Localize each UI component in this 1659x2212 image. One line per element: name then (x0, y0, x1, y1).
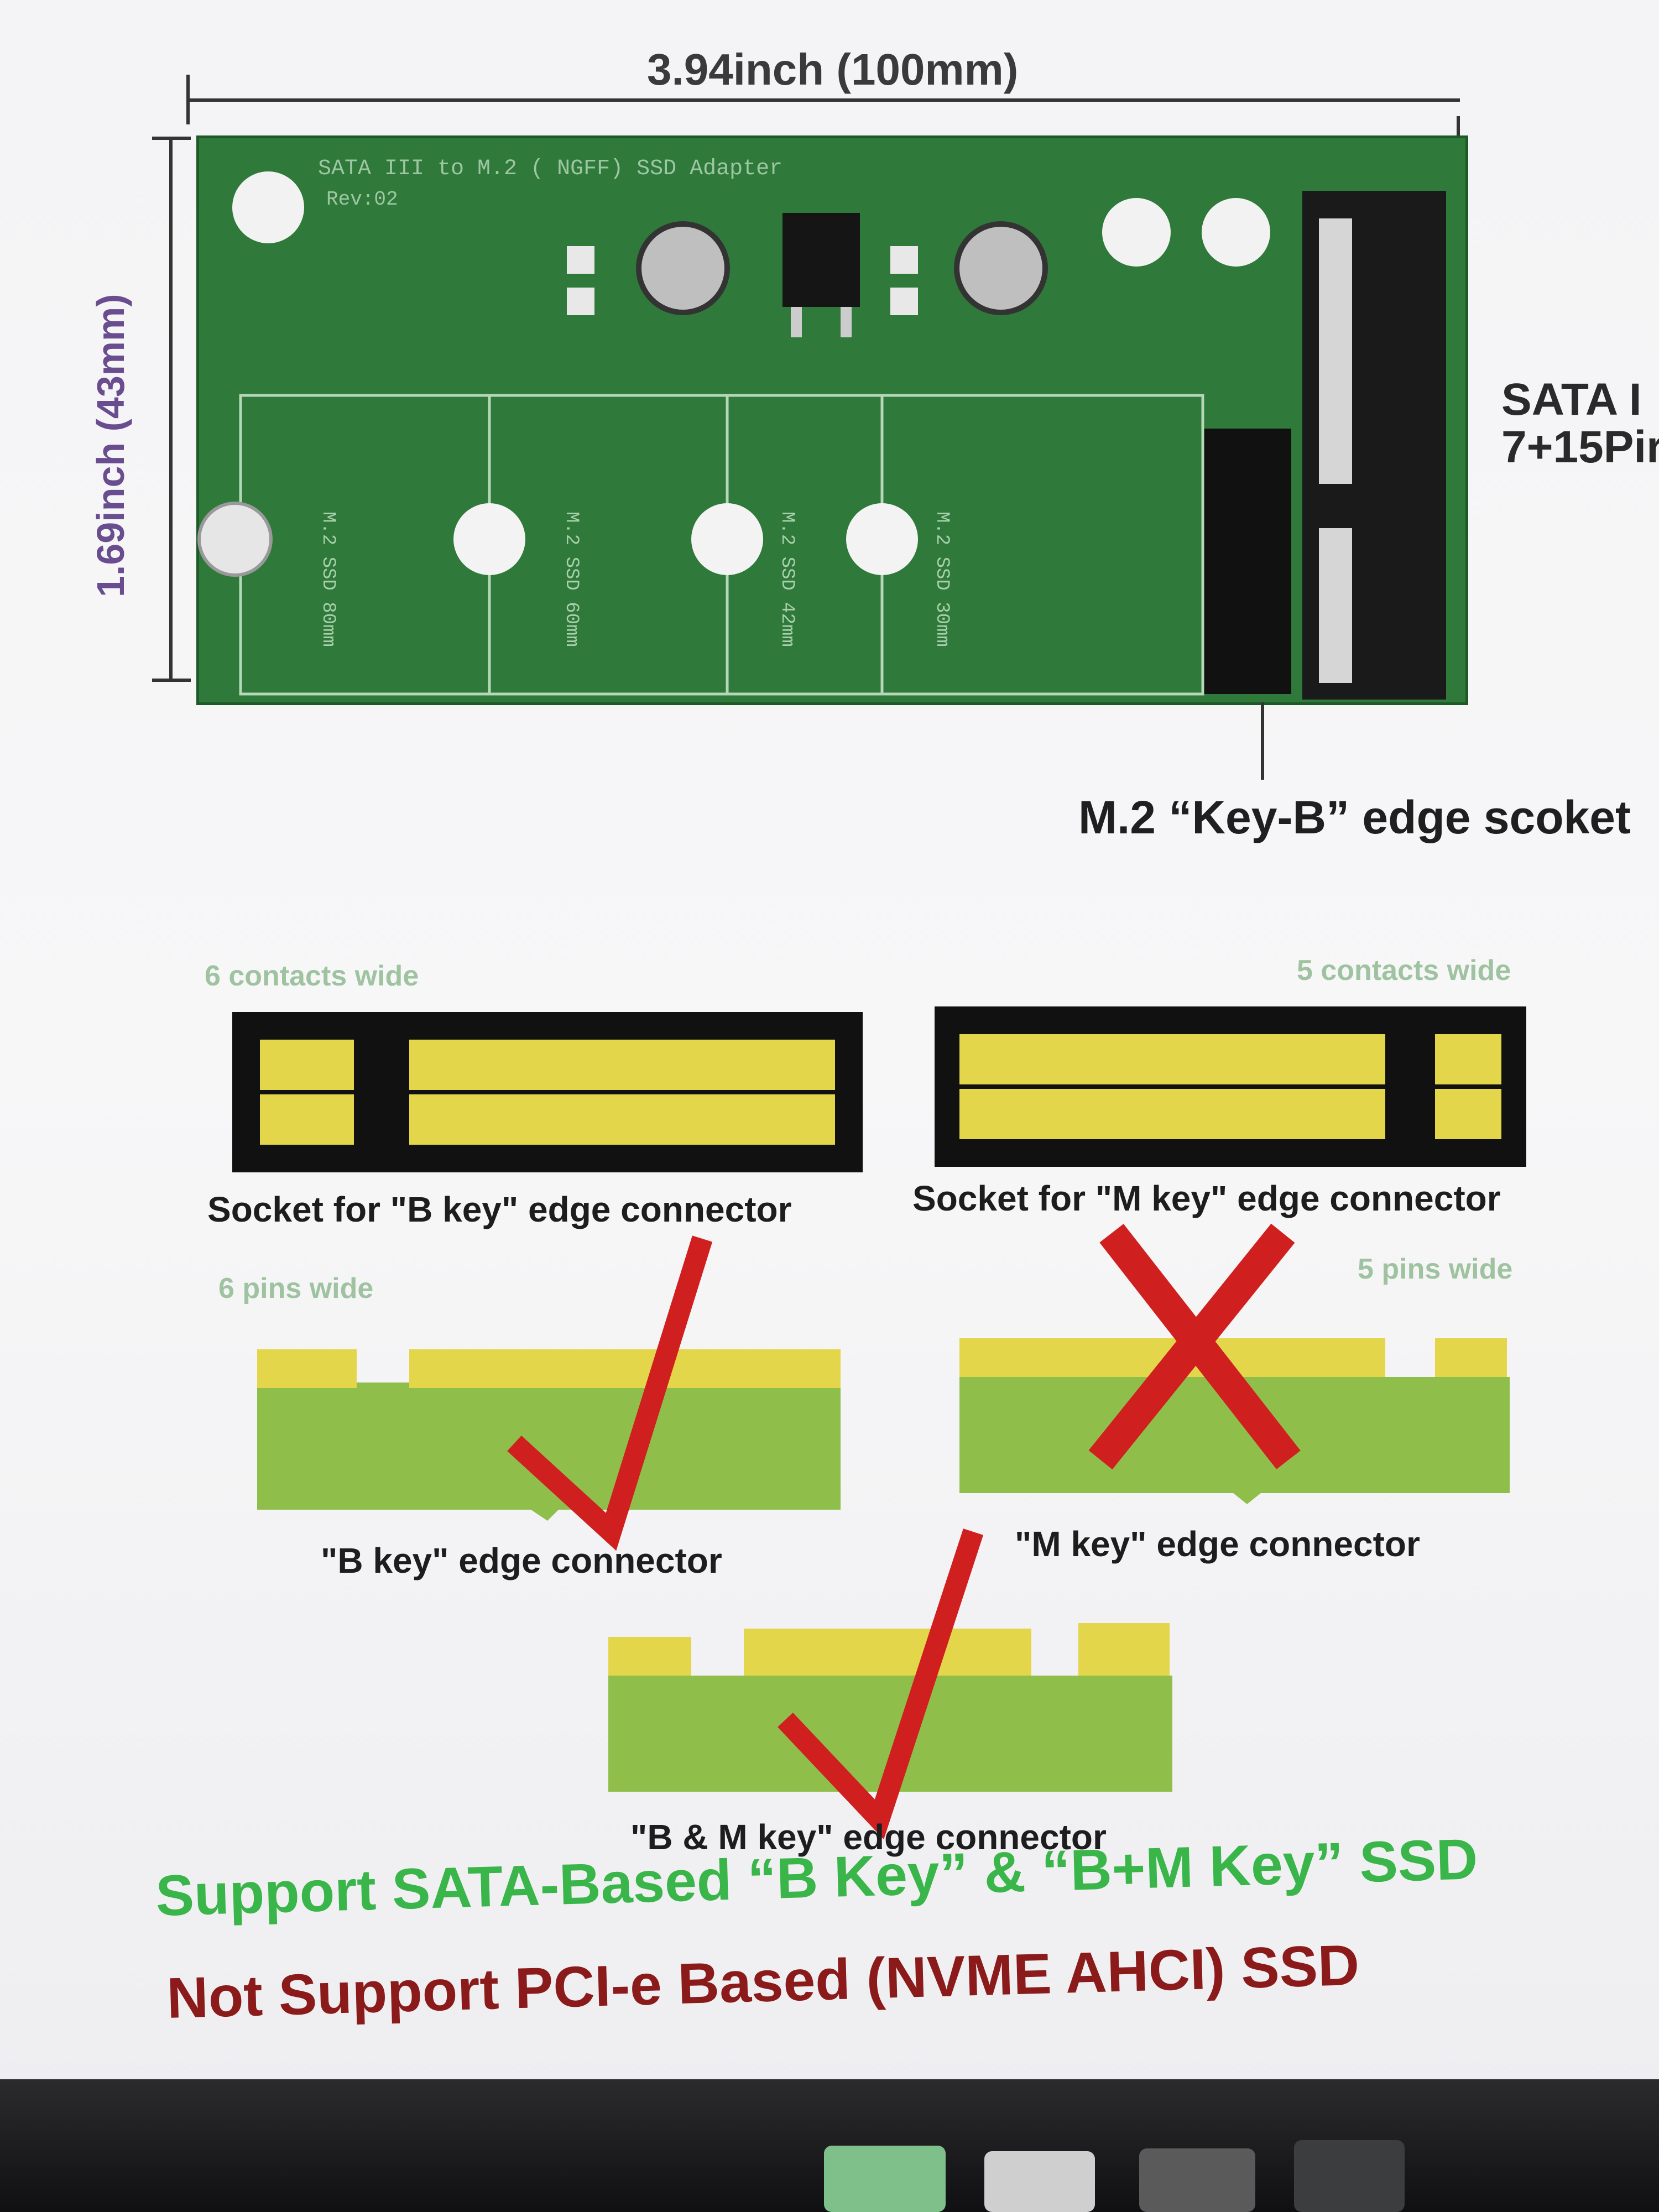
m2-socket-label: M.2 “Key-B” edge scoket (1078, 791, 1631, 843)
socket-pointer-line (1261, 702, 1264, 780)
smd-component (567, 246, 594, 274)
taskbar-thumbnail[interactable] (1139, 2148, 1255, 2212)
width-dimension-tick-left (186, 75, 190, 124)
height-dimension-line (169, 138, 173, 680)
m-key-caption: "M key" edge connector (1015, 1524, 1420, 1564)
accept-check-mark (778, 1528, 984, 1840)
capacitor-right (954, 221, 1048, 315)
sata-label-line2: 7+15Pir (1501, 422, 1659, 473)
m-key-connector-body (959, 1377, 1510, 1504)
sata-label-line1: SATA I (1501, 374, 1642, 425)
size-mark: M.2 SSD 30mm (931, 512, 952, 647)
height-dimension-tick-top (152, 137, 191, 140)
bm-key-caption: "B & M key" edge connector (630, 1817, 1107, 1857)
width-dimension-line (188, 98, 1460, 102)
standoff-42mm (691, 503, 763, 575)
b-key-pins-label: 6 pins wide (218, 1272, 374, 1305)
silkscreen-title: SATA III to M.2 ( NGFF) SSD Adapter (318, 156, 782, 181)
m-key-pins-label: 5 pins wide (1358, 1253, 1513, 1285)
socket-m-contacts-label: 5 contacts wide (1297, 954, 1511, 987)
connector-diagram (232, 1006, 1526, 1840)
taskbar-thumbnail[interactable] (824, 2146, 946, 2212)
regulator-chip (782, 213, 860, 307)
standoff-60mm (453, 503, 525, 575)
size-mark: M.2 SSD 60mm (561, 512, 582, 647)
m2-socket (1203, 429, 1291, 694)
taskbar-thumbnail[interactable] (1294, 2140, 1405, 2212)
mounting-hole-top (1102, 198, 1171, 267)
socket-b-contacts-label: 6 contacts wide (205, 960, 419, 992)
socket-b-caption: Socket for "B key" edge connector (207, 1190, 792, 1229)
b-key-connector-body (257, 1383, 841, 1521)
b-key-caption: "B key" edge connector (321, 1541, 722, 1580)
smd-component (567, 288, 594, 315)
taskbar-thumbnail[interactable] (984, 2151, 1095, 2212)
width-dimension-label: 3.94inch (100mm) (647, 45, 1019, 94)
socket-m-caption: Socket for "M key" edge connector (912, 1178, 1501, 1218)
silkscreen-rev: Rev:02 (326, 188, 398, 211)
height-dimension-tick-bottom (152, 679, 191, 682)
mounting-hole-top-left (232, 171, 304, 243)
smd-component (890, 246, 918, 274)
accept-check-mark (507, 1235, 713, 1551)
size-mark: M.2 SSD 80mm (317, 512, 338, 647)
sata-label: SATA I 7+15Pir (1501, 374, 1659, 473)
capacitor-left (636, 221, 730, 315)
standoff-30mm (846, 503, 918, 575)
standoff-80mm (197, 502, 273, 577)
smd-component (890, 288, 918, 315)
size-mark: M.2 SSD 42mm (776, 512, 797, 647)
mounting-hole-top (1202, 198, 1270, 267)
adapter-board: SATA III to M.2 ( NGFF) SSD Adapter Rev:… (196, 135, 1468, 705)
